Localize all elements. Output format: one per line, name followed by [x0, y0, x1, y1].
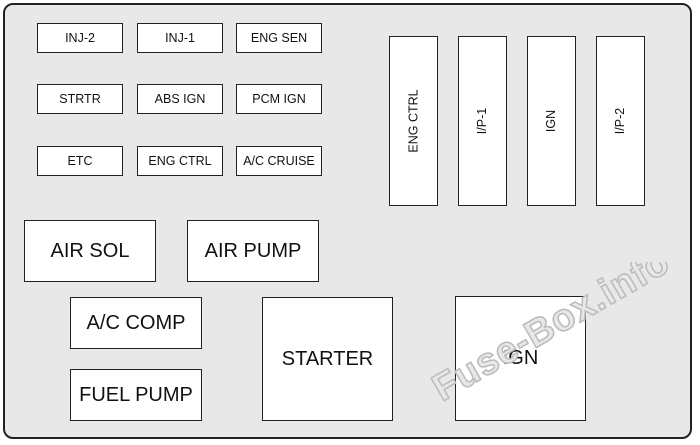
relay-label: FUEL PUMP	[79, 383, 193, 406]
relay-label: A/C COMP	[86, 311, 186, 334]
watermark-text: Fuse-Box.info	[428, 262, 677, 410]
relay-label: IGN	[544, 109, 559, 133]
relay-ign-vertical[interactable]: IGN	[527, 36, 576, 206]
fuse-inj-2[interactable]: INJ-2	[37, 23, 123, 53]
relay-air-pump[interactable]: AIR PUMP	[187, 220, 319, 282]
fuse-label: INJ-2	[65, 31, 95, 45]
relay-label: I/P-2	[613, 107, 628, 135]
fuse-label: STRTR	[59, 92, 101, 106]
relay-ac-comp[interactable]: A/C COMP	[70, 297, 202, 349]
relay-eng-ctrl[interactable]: ENG CTRL	[389, 36, 438, 206]
relay-label: AIR PUMP	[204, 239, 302, 262]
relay-starter[interactable]: STARTER	[262, 297, 393, 421]
fuse-label: PCM IGN	[252, 92, 306, 106]
fuse-pcm-ign[interactable]: PCM IGN	[236, 84, 322, 114]
watermark-logo: Fuse-Box.info	[428, 262, 678, 411]
fuse-label: ABS IGN	[154, 92, 206, 106]
fuse-strtr[interactable]: STRTR	[37, 84, 123, 114]
fuse-label: A/C CRUISE	[243, 154, 315, 168]
relay-air-sol[interactable]: AIR SOL	[24, 220, 156, 282]
relay-ip-2[interactable]: I/P-2	[596, 36, 645, 206]
fuse-eng-ctrl[interactable]: ENG CTRL	[137, 146, 223, 176]
relay-label: ENG CTRL	[406, 89, 421, 153]
fuse-label: ENG SEN	[250, 31, 308, 45]
fuse-ac-cruise[interactable]: A/C CRUISE	[236, 146, 322, 176]
relay-ign[interactable]: IGN	[455, 296, 586, 421]
fuse-label: ENG CTRL	[148, 154, 212, 168]
fuse-eng-sen[interactable]: ENG SEN	[236, 23, 322, 53]
relay-ip-1[interactable]: I/P-1	[458, 36, 507, 206]
fuse-inj-1[interactable]: INJ-1	[137, 23, 223, 53]
fuse-etc[interactable]: ETC	[37, 146, 123, 176]
fuse-abs-ign[interactable]: ABS IGN	[137, 84, 223, 114]
relay-fuel-pump[interactable]: FUEL PUMP	[70, 369, 202, 421]
fuse-label: ETC	[67, 154, 93, 168]
relay-label: I/P-1	[475, 107, 490, 135]
relay-label: IGN	[502, 347, 539, 369]
relay-label: STARTER	[281, 347, 374, 370]
relay-label: AIR SOL	[50, 239, 130, 262]
fuse-label: INJ-1	[165, 31, 195, 45]
